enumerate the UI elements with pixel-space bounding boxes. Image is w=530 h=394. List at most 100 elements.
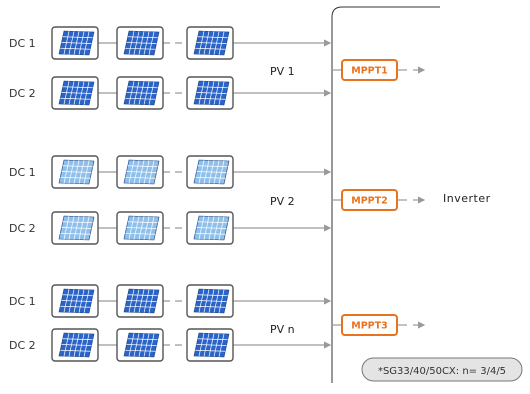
string-label: DC 1	[9, 295, 36, 308]
inverter-enclosure	[331, 6, 440, 383]
model-note-background	[361, 357, 523, 382]
pv-panel-icon	[186, 284, 234, 318]
panel-gridline	[125, 97, 156, 100]
model-note: *SG33/40/50CX: n= 3/4/5	[361, 357, 523, 382]
pv-group-1: DC 1 DC 2 PV 1 MPPT1	[9, 26, 426, 110]
panel-gridline	[60, 232, 91, 235]
panel-gridline	[127, 165, 158, 168]
panel-gridline	[62, 338, 93, 341]
mppt-block: MPPT2	[332, 189, 426, 211]
panel-gridline	[61, 92, 92, 94]
panel-gridline	[62, 165, 93, 168]
panel-gridline	[196, 344, 227, 346]
pv-label: PV n	[270, 323, 295, 336]
panel-gridline	[127, 338, 158, 341]
panel-gridline	[195, 97, 226, 100]
pv-panel-icon	[51, 26, 99, 60]
panel-gridline	[61, 227, 92, 229]
panel-gridline	[61, 344, 92, 346]
pv-panel-icon	[51, 284, 99, 318]
pv-label: PV 1	[270, 65, 295, 78]
panel-gridline	[60, 97, 91, 100]
panel-gridline	[197, 36, 228, 39]
panel-gridline	[125, 232, 156, 235]
panel-gridline	[125, 305, 156, 308]
panel-gridline	[197, 338, 228, 341]
panel-gridline	[197, 221, 228, 224]
panel-gridline	[197, 165, 228, 168]
panel-gridline	[62, 294, 93, 297]
pv-panel-icon	[116, 211, 164, 245]
string-label: DC 1	[9, 166, 36, 179]
panel-gridline	[126, 300, 157, 302]
panel-gridline	[195, 47, 226, 50]
panel-gridline	[60, 47, 91, 50]
panel-gridline	[195, 232, 226, 235]
string-label: DC 2	[9, 339, 36, 352]
panel-gridline	[196, 42, 227, 44]
inverter-label: Inverter	[443, 192, 491, 205]
pv-group-2: DC 1 DC 2 PV 2 MPPT2	[9, 155, 426, 245]
pv-panel-icon	[116, 76, 164, 110]
mppt-label: MPPT1	[351, 66, 387, 77]
panel-gridline	[127, 86, 158, 89]
pv-panel-icon	[51, 211, 99, 245]
panel-gridline	[61, 300, 92, 302]
panel-gridline	[127, 294, 158, 297]
panel-gridline	[126, 92, 157, 94]
panel-gridline	[126, 227, 157, 229]
string-label: DC 2	[9, 87, 36, 100]
panel-gridline	[60, 305, 91, 308]
panel-gridline	[126, 344, 157, 346]
panel-gridline	[125, 47, 156, 50]
panel-gridline	[196, 92, 227, 94]
pv-panel-icon	[186, 328, 234, 362]
panel-gridline	[125, 176, 156, 179]
pv-panel-icon	[116, 328, 164, 362]
panel-gridline	[197, 294, 228, 297]
panel-gridline	[127, 221, 158, 224]
panel-gridline	[125, 349, 156, 352]
string-row: DC 2	[9, 76, 332, 110]
pv-panel-icon	[186, 155, 234, 189]
pv-panel-icon	[116, 284, 164, 318]
pv-panel-icon	[116, 26, 164, 60]
mppt-label: MPPT2	[351, 196, 387, 207]
panel-gridline	[196, 227, 227, 229]
panel-gridline	[196, 171, 227, 173]
pv-panel-icon	[116, 155, 164, 189]
pv-panel-icon	[51, 76, 99, 110]
mppt-block: MPPT1	[332, 59, 426, 81]
pv-panel-icon	[186, 76, 234, 110]
panel-gridline	[62, 36, 93, 39]
pv-label: PV 2	[270, 195, 295, 208]
panel-gridline	[61, 171, 92, 173]
string-row: DC 1	[9, 26, 332, 60]
pv-panel-icon	[51, 328, 99, 362]
mppt-block: MPPT3	[332, 314, 426, 336]
panel-gridline	[195, 305, 226, 308]
panel-gridline	[197, 86, 228, 89]
panel-gridline	[60, 176, 91, 179]
panel-gridline	[126, 171, 157, 173]
string-row: DC 1	[9, 284, 332, 318]
panel-gridline	[60, 349, 91, 352]
pv-group-3: DC 1 DC 2 PV n MPPT3	[9, 284, 426, 362]
panel-gridline	[62, 86, 93, 89]
string-label: DC 2	[9, 222, 36, 235]
panel-gridline	[62, 221, 93, 224]
panel-gridline	[126, 42, 157, 44]
panel-gridline	[196, 300, 227, 302]
panel-gridline	[61, 42, 92, 44]
pv-panel-icon	[186, 211, 234, 245]
panel-gridline	[127, 36, 158, 39]
string-label: DC 1	[9, 37, 36, 50]
string-row: DC 2	[9, 211, 332, 245]
panel-gridline	[195, 176, 226, 179]
panel-gridline	[195, 349, 226, 352]
pv-panel-icon	[186, 26, 234, 60]
string-row: DC 2	[9, 328, 332, 362]
model-note-text: *SG33/40/50CX: n= 3/4/5	[378, 366, 506, 377]
string-row: DC 1	[9, 155, 332, 189]
